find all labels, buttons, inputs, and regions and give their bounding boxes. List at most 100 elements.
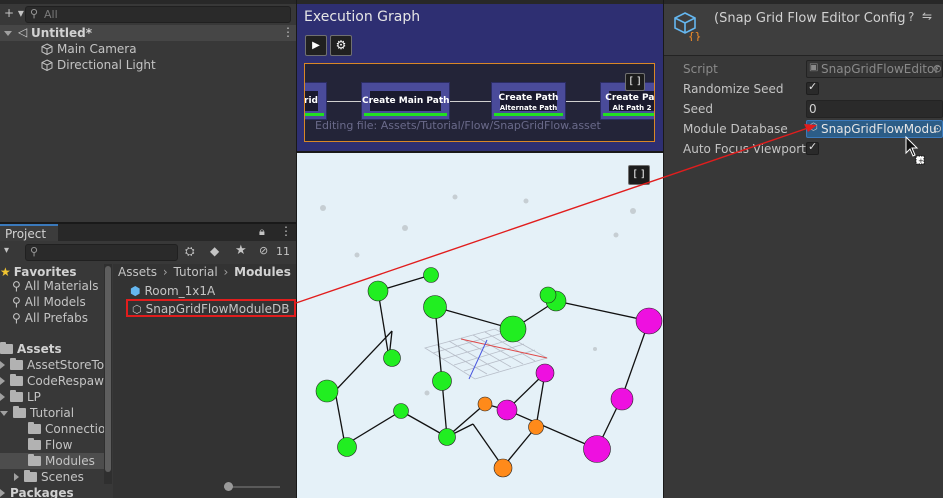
favorite-item[interactable]: ⚲All Materials — [12, 278, 99, 294]
folder-item[interactable]: Scenes — [14, 469, 104, 485]
search-by-label-icon[interactable]: ◆ — [210, 244, 220, 258]
folder-icon — [10, 374, 23, 386]
file-item-highlighted[interactable]: ⬡SnapGridFlowModuleDB — [126, 299, 296, 317]
collapse-arrow-icon[interactable] — [0, 411, 8, 416]
scene-row[interactable]: ◁ Untitled* ⋮ — [0, 25, 296, 41]
breadcrumb: Assets › Tutorial › Modules — [118, 264, 291, 280]
expand-arrow-icon[interactable] — [0, 393, 5, 401]
seed-input[interactable]: 0 — [806, 100, 943, 118]
execution-graph-panel: Execution Graph ▶ ⚙ Editing file: Assets… — [297, 0, 663, 151]
folder-icon — [10, 390, 23, 402]
tab-project-label: Project — [5, 227, 47, 241]
favorite-item[interactable]: ⚲All Prefabs — [12, 310, 88, 326]
project-search-input[interactable]: ⚲ — [25, 244, 178, 261]
viewport-panel[interactable]: [ ] — [297, 153, 663, 498]
tree-scrollbar-thumb[interactable] — [105, 266, 111, 472]
search-icon: ⚲ — [12, 311, 21, 325]
graph-node[interactable]: Create Main Path — [361, 82, 450, 120]
svg-text:{}: {} — [688, 30, 701, 41]
expand-arrow-icon[interactable] — [4, 31, 12, 36]
scriptable-object-icon: {} — [674, 12, 701, 41]
hierarchy-tabstrip — [0, 0, 296, 4]
hierarchy-item-main-camera[interactable]: Main Camera — [41, 41, 137, 57]
tree-scrollbar[interactable] — [104, 264, 112, 484]
module-database-field[interactable]: ⬡ SnapGridFlowModu ⊙ — [806, 120, 943, 138]
object-picker-icon[interactable]: ⊙ — [932, 122, 942, 135]
create-dropdown-icon[interactable]: ▾ — [4, 245, 10, 256]
graph-node-label: Create Path — [498, 93, 559, 103]
expand-arrow-icon[interactable] — [0, 377, 5, 385]
folder-label: CodeRespaw — [27, 374, 104, 388]
module-database-label: Module Database — [683, 122, 788, 136]
folder-item[interactable]: Flow — [28, 437, 104, 453]
help-icon[interactable]: ? — [908, 10, 915, 24]
frame-all-button[interactable]: [ ] — [625, 73, 645, 91]
script-value: SnapGridFlowEditor — [821, 62, 940, 76]
graph-canvas[interactable]: Editing file: Assets/Tutorial/Flow/SnapG… — [304, 63, 655, 142]
presets-icon[interactable]: ⇋ — [922, 9, 933, 23]
execution-graph-title: Execution Graph — [304, 9, 421, 25]
green-room-node — [432, 371, 452, 391]
folder-label: LP — [27, 390, 41, 404]
favorite-item-label: All Prefabs — [24, 311, 89, 325]
hierarchy-item-directional-light[interactable]: Directional Light — [41, 57, 156, 73]
breadcrumb-item[interactable]: Assets — [118, 265, 158, 279]
graph-node-status-bar — [494, 113, 563, 116]
file-item[interactable]: ⬢Room_1x1A — [130, 283, 215, 299]
randomize-seed-checkbox[interactable] — [806, 80, 819, 95]
settings-button[interactable]: ⚙ — [330, 35, 352, 56]
folder-item[interactable]: AssetStoreTo — [0, 357, 104, 373]
folder-label: Scenes — [41, 470, 84, 484]
folder-item-selected[interactable]: Modules — [0, 453, 104, 469]
expand-arrow-icon[interactable] — [0, 361, 5, 369]
magenta-room-node — [583, 435, 611, 463]
hierarchy-panel: + ▾ ⚲ All ◁ Untitled* ⋮ Main Camera Dire… — [0, 0, 296, 222]
hierarchy-search-input[interactable]: ⚲ All — [25, 6, 291, 23]
packages-root[interactable]: Packages — [0, 485, 74, 498]
graph-node-status-bar — [364, 113, 447, 116]
search-icon: ⚲ — [30, 7, 39, 20]
auto-focus-checkbox[interactable] — [806, 140, 819, 155]
file-label: Room_1x1A — [144, 284, 216, 298]
expand-arrow-icon[interactable] — [0, 489, 5, 497]
lock-icon[interactable]: 🔒︎ — [259, 225, 265, 238]
favorite-star-icon[interactable]: ★ — [235, 243, 247, 258]
gameobject-cube-icon — [41, 59, 53, 71]
folder-label: Modules — [45, 454, 95, 468]
folder-item[interactable]: CodeRespaw — [0, 373, 104, 389]
add-icon[interactable]: + ▾ — [4, 6, 24, 20]
folder-item[interactable]: Tutorial — [0, 405, 104, 421]
breadcrumb-item-current[interactable]: Modules — [234, 265, 291, 279]
folder-icon — [28, 454, 41, 466]
orange-room-node — [493, 458, 513, 478]
search-icon: ⚲ — [12, 279, 21, 293]
breadcrumb-separator-icon: › — [223, 265, 229, 279]
tab-project[interactable]: Project — [0, 224, 58, 241]
orange-room-node — [528, 419, 544, 435]
graph-node-status-bar — [603, 113, 654, 116]
dungeon-layout-graph — [315, 194, 663, 478]
play-button[interactable]: ▶ — [305, 35, 327, 56]
favorite-item-label: All Models — [24, 295, 86, 309]
assets-root[interactable]: Assets — [0, 341, 62, 357]
folder-item[interactable]: Connectio — [28, 421, 104, 437]
graph-node[interactable]: rid — [305, 82, 327, 120]
more-menu-icon[interactable]: ⋮ — [282, 25, 294, 39]
expand-arrow-icon[interactable] — [14, 473, 19, 481]
hidden-packages-icon[interactable]: ⊘ — [259, 244, 269, 257]
search-by-type-icon[interactable]: ⛭ — [185, 244, 195, 258]
project-panel: Project 🔒︎ ⋮ ▾ ⚲ ⛭ ◆ ★ ⊘ 11 ★Favorites ⚲… — [0, 224, 296, 498]
favorites-header[interactable]: ★Favorites — [0, 264, 76, 280]
green-room-node — [438, 428, 456, 446]
green-room-node — [423, 295, 447, 319]
breadcrumb-item[interactable]: Tutorial — [173, 265, 218, 279]
folder-item[interactable]: LP — [0, 389, 104, 405]
hierarchy-item-label: Directional Light — [57, 58, 156, 72]
favorite-item[interactable]: ⚲All Models — [12, 294, 86, 310]
icon-size-slider[interactable] — [224, 482, 280, 491]
panel-menu-icon[interactable]: ⋮ — [280, 224, 292, 238]
auto-focus-label: Auto Focus Viewport — [683, 142, 806, 156]
icon-size-slider-thumb[interactable] — [224, 482, 233, 491]
script-label: Script — [683, 62, 718, 76]
